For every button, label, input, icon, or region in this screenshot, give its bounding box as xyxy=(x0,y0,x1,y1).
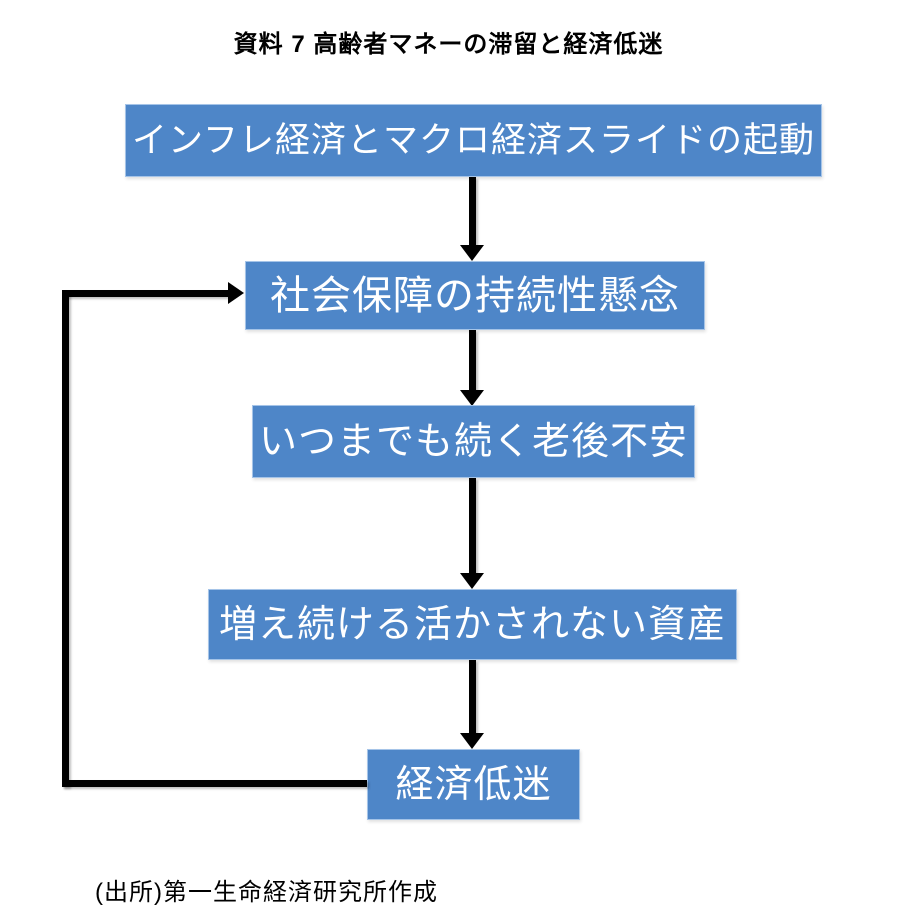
arrow-down-icon xyxy=(460,573,484,589)
flow-box-endless-retirement-anxiety: いつまでも続く老後不安 xyxy=(252,405,695,478)
arrow-down-icon xyxy=(460,733,484,749)
feedback-loop-bottom-line xyxy=(62,780,367,787)
flow-box-label: 経済低迷 xyxy=(395,763,552,806)
flow-box-economic-stagnation: 経済低迷 xyxy=(367,749,580,820)
feedback-loop-vertical-line xyxy=(62,290,69,787)
arrow-line-4 xyxy=(469,660,476,734)
arrow-down-icon xyxy=(460,390,484,406)
flow-box-label: インフレ経済とマクロ経済スライドの起動 xyxy=(132,121,815,160)
flow-box-macro-slide-start: インフレ経済とマクロ経済スライドの起動 xyxy=(125,104,822,177)
flow-box-label: 社会保障の持続性懸念 xyxy=(270,273,680,318)
source-note: (出所)第一生命経済研究所作成 xyxy=(95,879,438,906)
arrow-line-3 xyxy=(469,478,476,574)
flow-box-label: いつまでも続く老後不安 xyxy=(258,420,688,463)
arrow-line-2 xyxy=(469,330,476,391)
flow-box-label: 増え続ける活かされない資産 xyxy=(218,603,726,646)
diagram-title: 資料 7 高齢者マネーの滞留と経済低迷 xyxy=(233,31,664,58)
arrow-line-1 xyxy=(469,177,476,246)
flow-box-unused-growing-assets: 増え続ける活かされない資産 xyxy=(208,589,737,660)
arrow-down-icon xyxy=(460,245,484,261)
arrow-right-icon xyxy=(228,282,244,304)
feedback-loop-top-line xyxy=(62,290,229,297)
flow-box-social-security-concern: 社会保障の持続性懸念 xyxy=(245,261,705,330)
